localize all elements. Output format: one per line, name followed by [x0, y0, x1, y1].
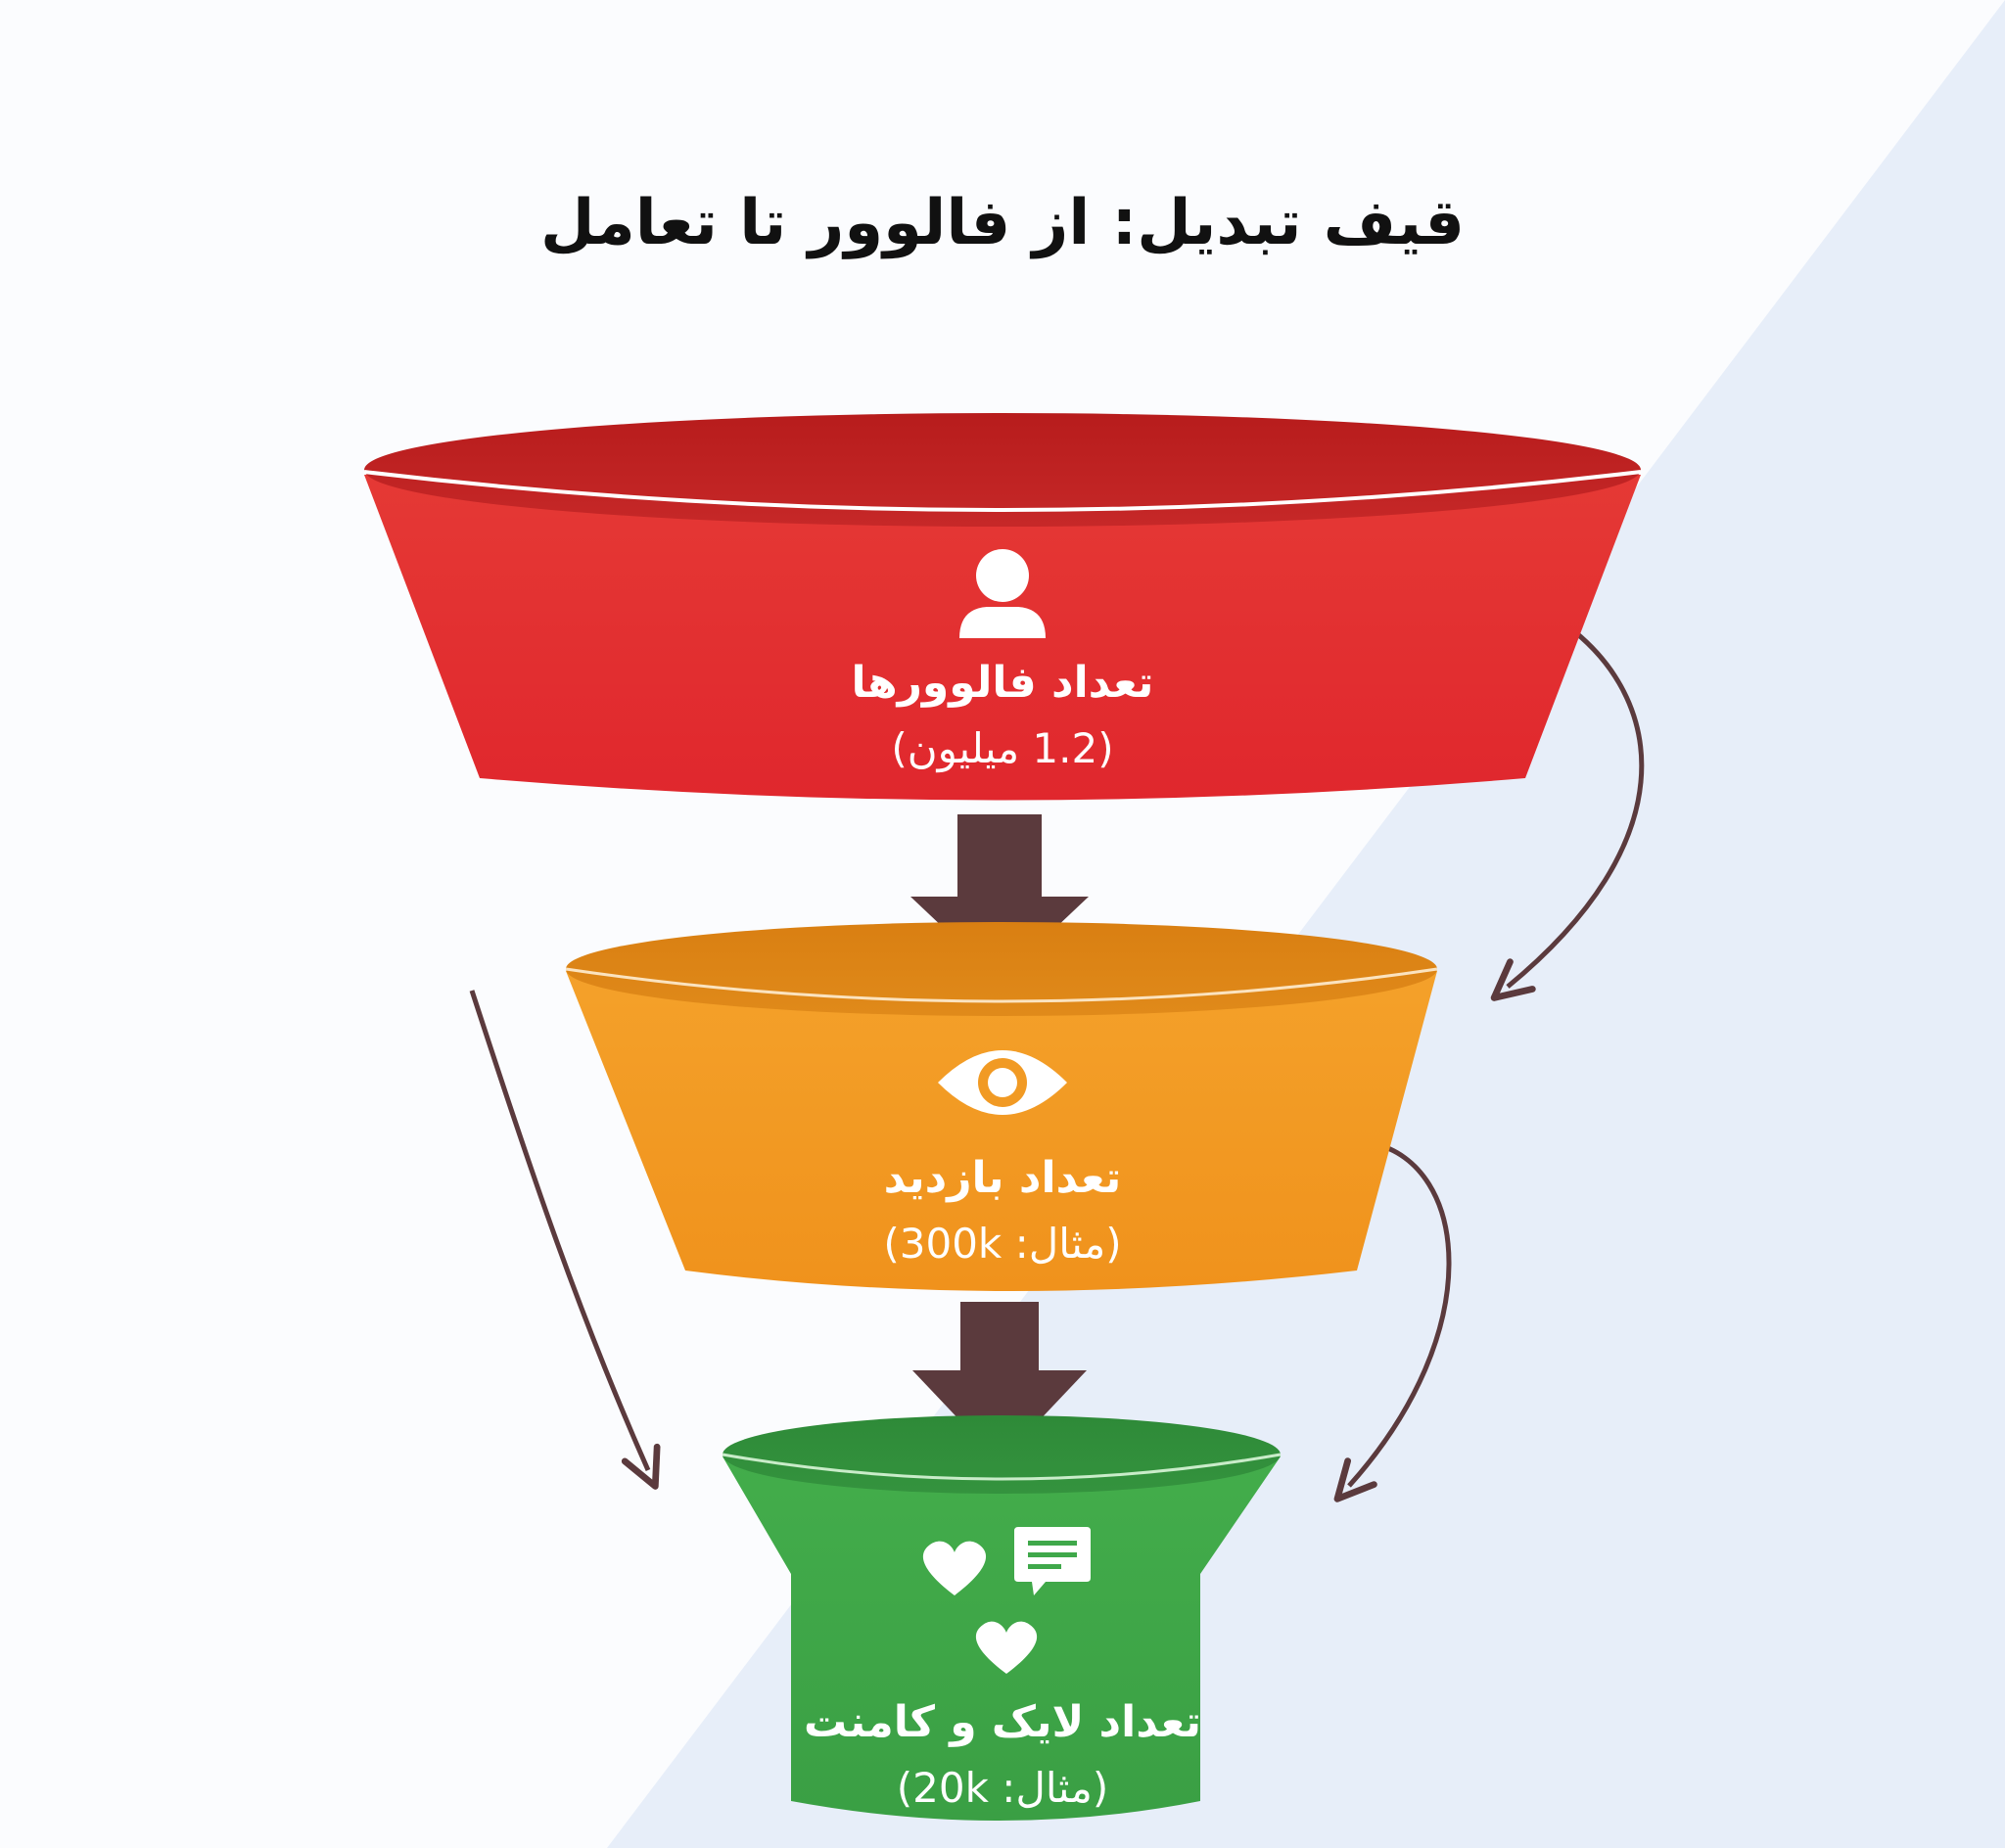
stage-name: تعداد فالوورها	[851, 658, 1154, 708]
stage-value: (مثال: 20k)	[896, 1764, 1109, 1813]
stage-label-engagement: تعداد لایک و کامنت (مثال: 20k)	[777, 1689, 1228, 1820]
stage-name: تعداد بازدید	[883, 1153, 1122, 1203]
person-icon	[959, 549, 1046, 638]
heart-icon	[975, 1621, 1038, 1674]
hearts-comment-icon	[922, 1527, 1091, 1674]
stage-label-followers: تعداد فالوورها (1.2 میلیون)	[807, 650, 1198, 780]
eye-icon	[938, 1050, 1067, 1115]
curved-arrow-right-top	[1490, 629, 1645, 1001]
funnel-stage-views	[565, 922, 1438, 1291]
diagram-title: قیف تبدیل: از فالوور تا تعامل	[539, 187, 1466, 259]
comment-bubble-icon	[1014, 1527, 1091, 1595]
heart-icon	[922, 1541, 987, 1595]
stage-value: (مثال: 300k)	[883, 1220, 1122, 1269]
stage-value: (1.2 میلیون)	[891, 724, 1114, 773]
stage-label-views: تعداد بازدید (مثال: 300k)	[807, 1145, 1198, 1275]
stage-name: تعداد لایک و کامنت	[804, 1697, 1201, 1747]
curved-arrow-left	[469, 990, 661, 1490]
curved-arrow-right-bottom	[1333, 1140, 1452, 1502]
